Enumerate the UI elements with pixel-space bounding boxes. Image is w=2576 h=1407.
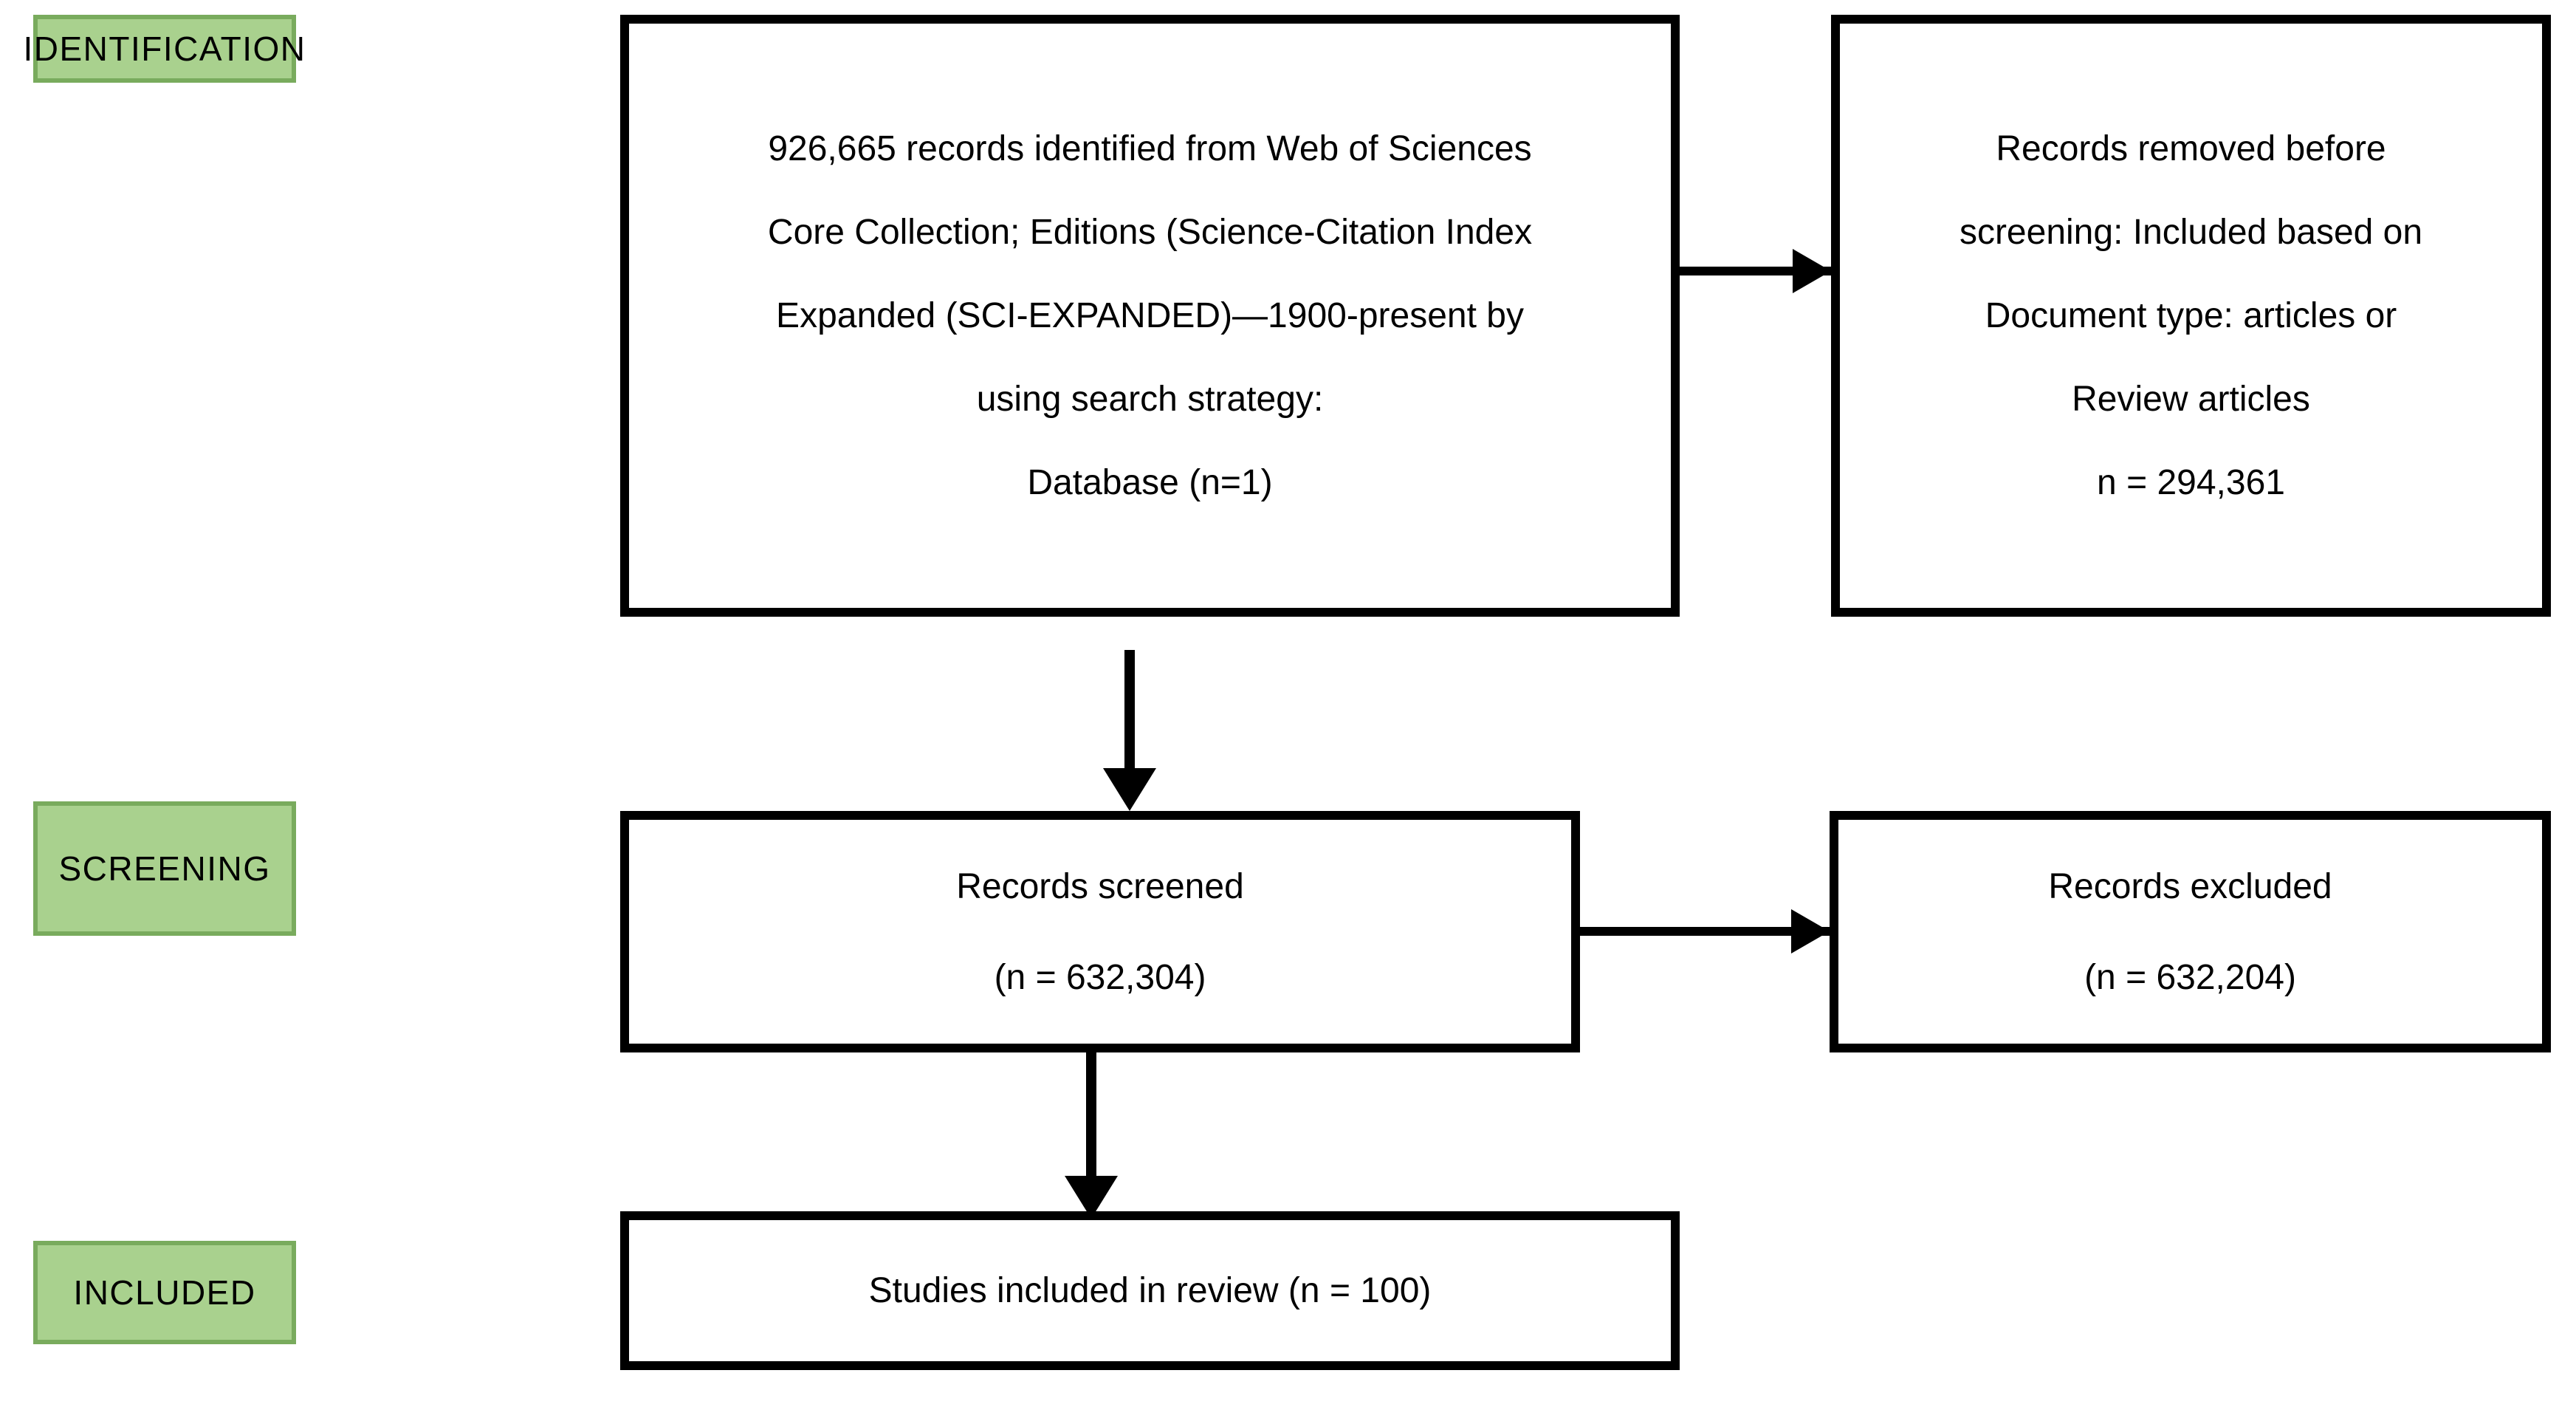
records-excluded-line-1: Records excluded <box>2048 866 2332 906</box>
connector-screened-to-excluded-line <box>1580 927 1830 936</box>
node-studies-included-in-review: Studies included in review (n = 100) <box>620 1211 1680 1370</box>
records-screened-line-2: (n = 632,304) <box>994 957 1206 997</box>
stage-label-identification: IDENTIFICATION <box>23 15 305 83</box>
stage-label-included-text: INCLUDED <box>73 1273 256 1312</box>
node-records-screened: Records screened (n = 632,304) <box>620 811 1580 1052</box>
records-removed-line-1: Records removed before <box>1996 129 2386 168</box>
records-identified-line-3: Expanded (SCI-EXPANDED)—1900-present by <box>776 296 1524 335</box>
connector-screened-to-included-line <box>1086 1052 1096 1194</box>
arrow-down-icon <box>1103 768 1156 811</box>
records-identified-line-1: 926,665 records identified from Web of S… <box>768 129 1532 168</box>
arrow-right-icon <box>1791 909 1830 954</box>
arrow-right-icon <box>1793 249 1831 293</box>
node-records-excluded: Records excluded (n = 632,204) <box>1830 811 2551 1052</box>
records-removed-line-3: Document type: articles or <box>1985 296 2397 335</box>
connector-identified-to-screened-line <box>1124 650 1135 779</box>
stage-label-included: INCLUDED <box>33 1241 296 1344</box>
stage-label-identification-text: IDENTIFICATION <box>23 29 306 68</box>
records-screened-line-1: Records screened <box>956 866 1244 906</box>
stage-label-screening-text: SCREENING <box>58 849 271 888</box>
records-identified-line-2: Core Collection; Editions (Science-Citat… <box>767 213 1533 252</box>
node-records-identified: 926,665 records identified from Web of S… <box>620 15 1680 617</box>
records-identified-line-4: using search strategy: <box>976 380 1324 419</box>
records-identified-line-5: Database (n=1) <box>1027 463 1273 502</box>
records-removed-line-5: n = 294,361 <box>2097 463 2285 502</box>
records-excluded-line-2: (n = 632,204) <box>2084 957 2296 997</box>
node-records-removed-before-screening: Records removed before screening: Includ… <box>1831 15 2551 617</box>
stage-label-screening: SCREENING <box>33 801 296 936</box>
studies-included-line-1: Studies included in review (n = 100) <box>868 1271 1432 1310</box>
records-removed-line-2: screening: Included based on <box>1959 213 2423 252</box>
records-removed-line-4: Review articles <box>2072 380 2310 419</box>
